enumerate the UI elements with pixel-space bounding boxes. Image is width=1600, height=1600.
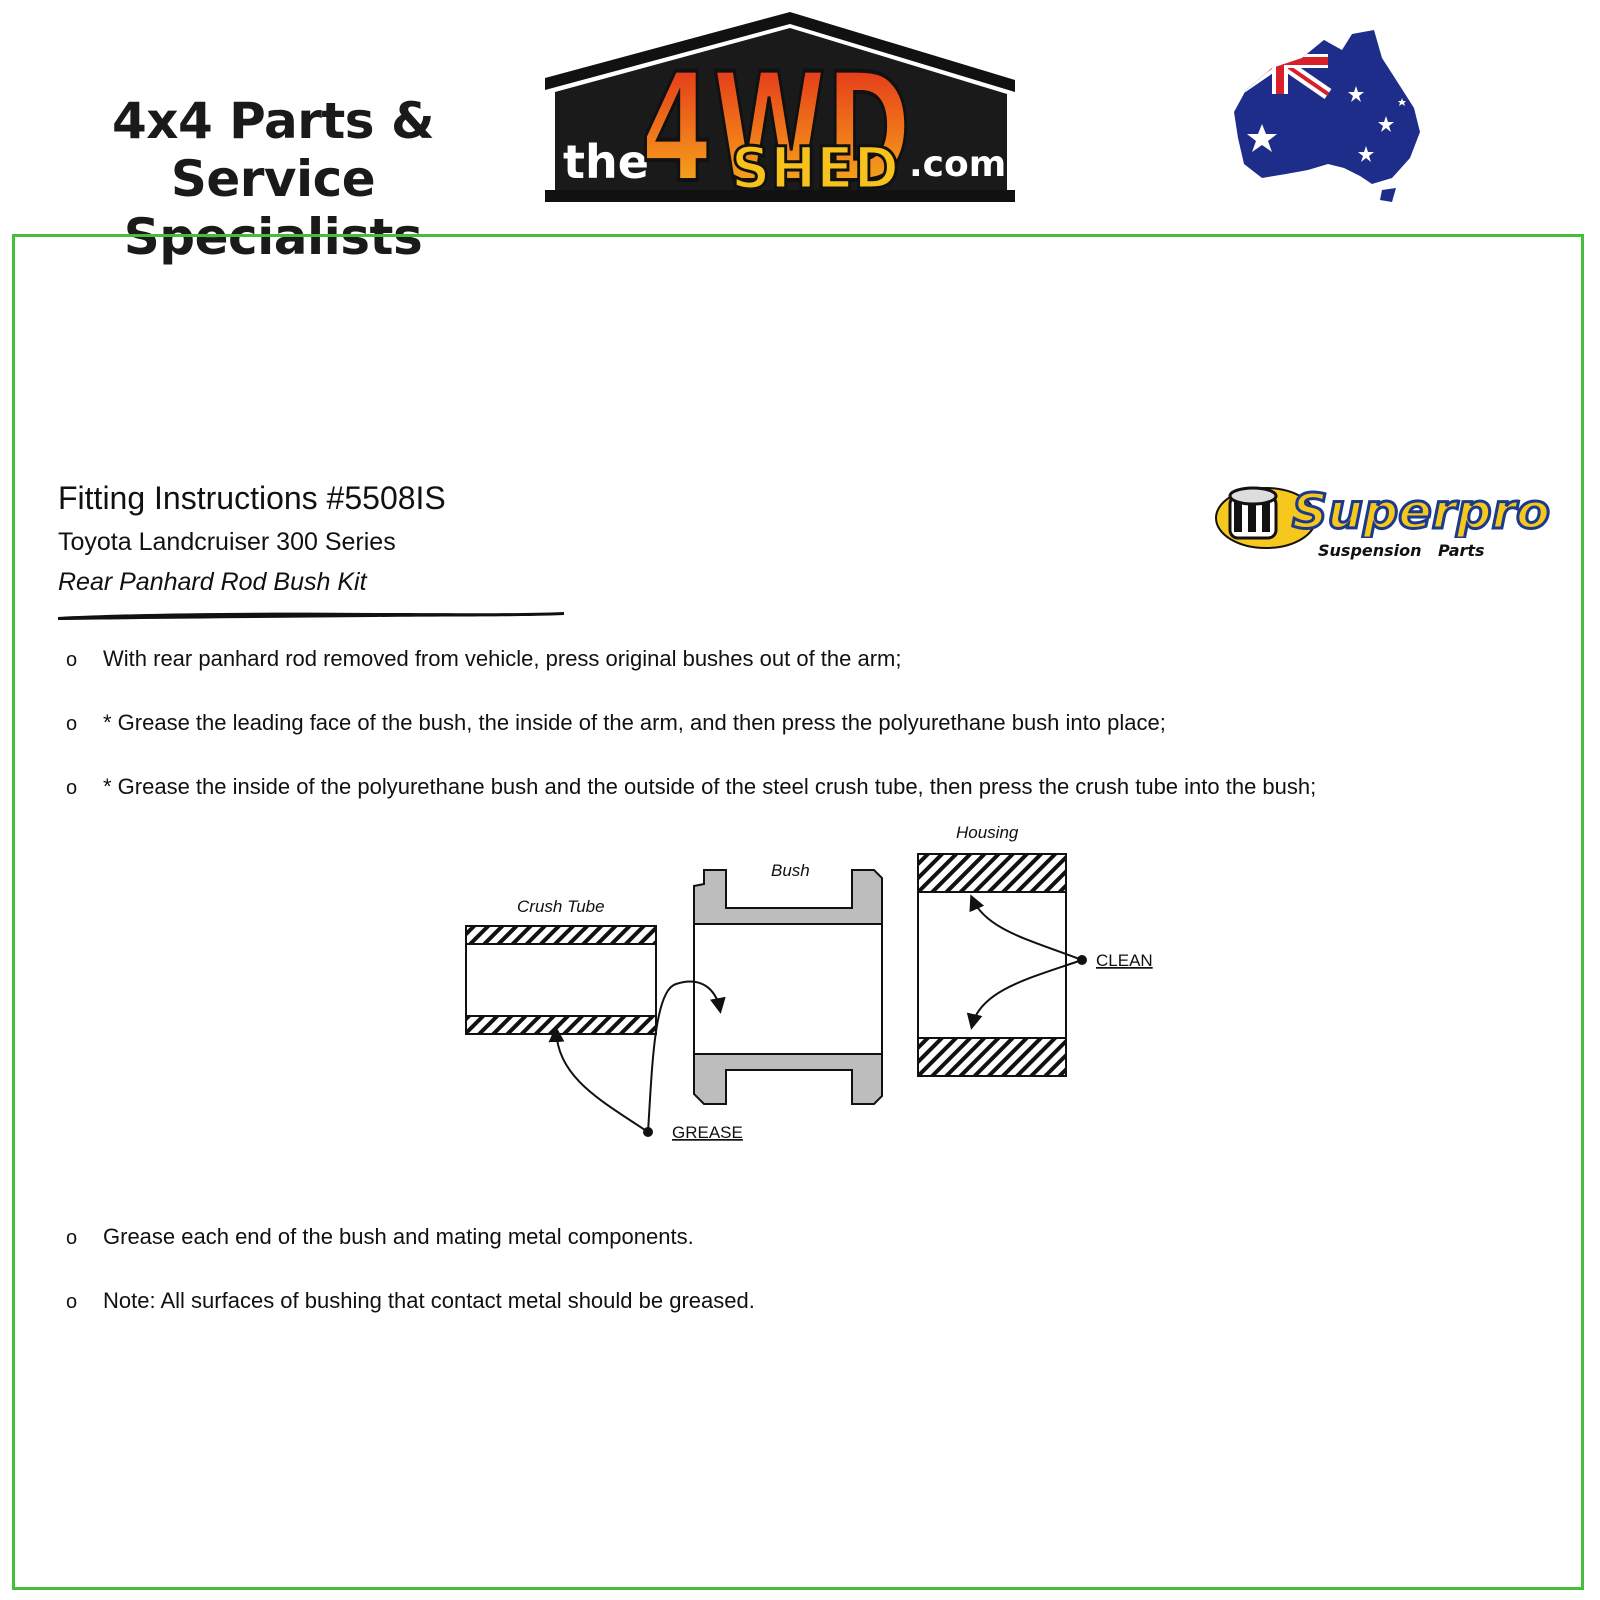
the-4wd-shed-logo-graphic: the 4WD SHED .com: [545, 12, 1015, 210]
bush-part: [693, 869, 883, 1105]
instruction-step-5: o Note: All surfaces of bushing that cont…: [66, 1288, 755, 1314]
housing-part: [917, 853, 1067, 1077]
clean-callout: [966, 894, 1087, 1030]
step-text: Note: All surfaces of bushing that conta…: [103, 1288, 755, 1313]
vehicle-model: Toyota Landcruiser 300 Series: [58, 528, 396, 556]
grease-label: GREASE: [672, 1123, 743, 1142]
piston-icon: [1228, 486, 1278, 540]
superpro-wordmark: Superpro: [1292, 484, 1550, 540]
superpro-sub-left: Suspension: [1318, 541, 1422, 560]
step-text: * Grease the leading face of the bush, t…: [103, 710, 1166, 735]
australia-flag-map-icon: [1232, 28, 1428, 204]
clean-label: CLEAN: [1096, 951, 1153, 970]
instruction-step-1: o With rear panhard rod removed from vehi…: [66, 646, 902, 672]
brush-underline: [56, 608, 566, 622]
grease-callout: [548, 980, 726, 1137]
bullet-icon: o: [66, 777, 78, 799]
bullet-icon: o: [66, 713, 78, 735]
superpro-sub-right: Parts: [1438, 541, 1485, 560]
housing-label: Housing: [956, 823, 1019, 842]
instruction-step-2: o * Grease the leading face of the bush, …: [66, 710, 1166, 736]
bush-assembly-diagram: Crush Tube Bush Housing GREASE CLEAN: [440, 823, 1180, 1170]
the-4wd-shed-logo[interactable]: the 4WD SHED .com: [545, 10, 1035, 210]
content-frame: [12, 234, 1584, 1590]
logo-word-4wd: 4WD: [641, 42, 911, 210]
bush-label: Bush: [771, 861, 810, 880]
instruction-step-4: o Grease each end of the bush and mating …: [66, 1224, 694, 1250]
bullet-icon: o: [66, 649, 78, 671]
bullet-icon: o: [66, 1227, 78, 1249]
bullet-icon: o: [66, 1291, 78, 1313]
logo-word-com: .com: [909, 144, 1006, 185]
crush-tube-label: Crush Tube: [517, 897, 605, 916]
step-text: * Grease the inside of the polyurethane …: [103, 774, 1317, 799]
tagline-line-1: 4x4 Parts & Service: [111, 92, 435, 208]
kit-name: Rear Panhard Rod Bush Kit: [58, 568, 367, 596]
step-text: Grease each end of the bush and mating m…: [103, 1224, 694, 1249]
document-title: Fitting Instructions #5508IS: [58, 480, 446, 516]
tagline-line-2: Specialists: [123, 208, 423, 266]
superpro-logo[interactable]: Superpro Suspension Parts: [1212, 476, 1558, 566]
step-text: With rear panhard rod removed from vehic…: [103, 646, 902, 671]
crush-tube-part: [465, 925, 657, 1035]
superpro-logo-graphic: Superpro Suspension Parts: [1215, 483, 1552, 560]
instruction-step-3: o * Grease the inside of the polyurethane…: [66, 774, 1316, 800]
logo-word-the: the: [563, 135, 649, 189]
header-tagline: 4x4 Parts & Service Specialists: [28, 92, 518, 266]
logo-word-shed: SHED: [731, 134, 899, 202]
